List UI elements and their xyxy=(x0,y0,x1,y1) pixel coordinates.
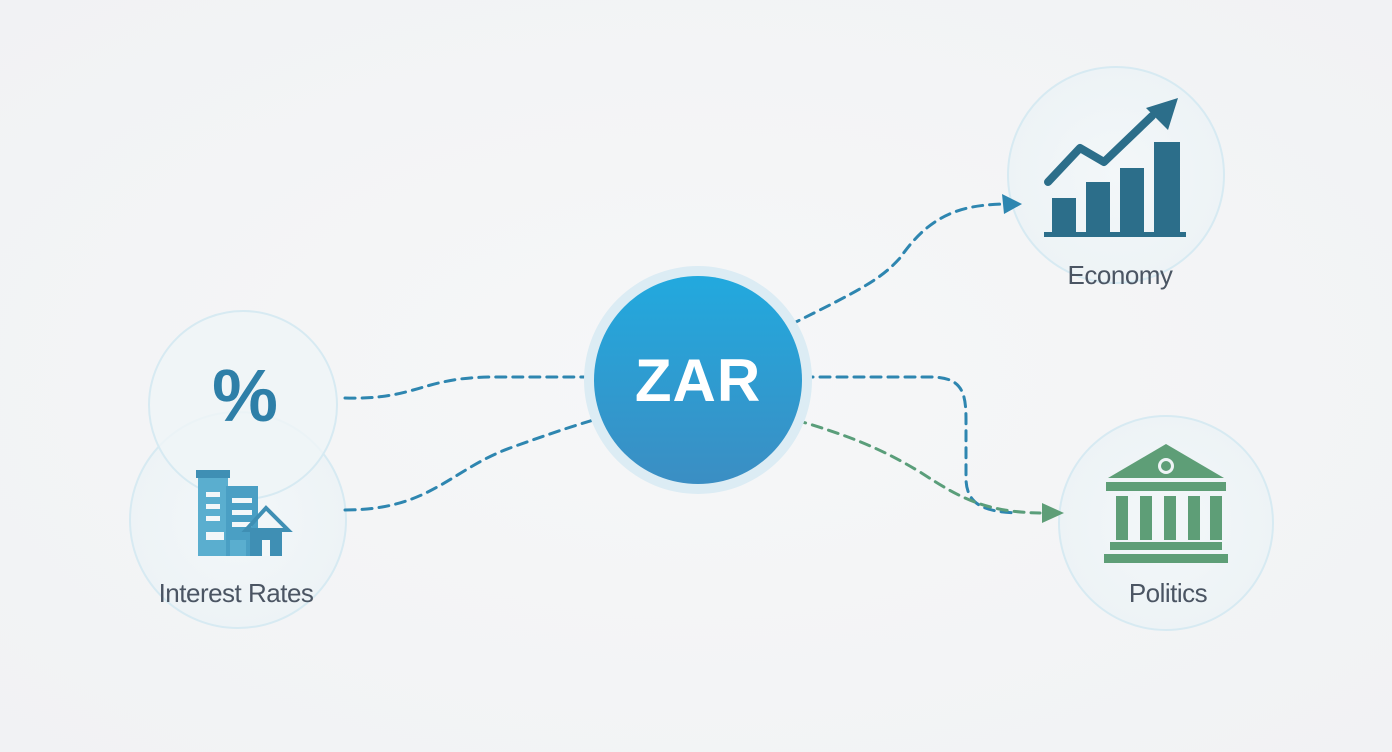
node-economy-circle xyxy=(1007,66,1225,284)
connector-interest-upper-to-zar xyxy=(343,375,594,400)
connector-zar-to-politics-green xyxy=(794,418,1042,515)
connector-zar-to-economy xyxy=(788,202,1012,327)
arrowhead-economy xyxy=(1002,194,1022,214)
connector-zar-to-politics-blue xyxy=(801,375,1020,515)
buildings-icon xyxy=(196,470,293,556)
percent-icon: % xyxy=(212,354,278,437)
arrowhead-politics xyxy=(1042,503,1064,523)
politics-label: Politics xyxy=(1128,578,1208,608)
interest-rates-label: Interest Rates xyxy=(158,578,314,608)
zar-label: ZAR xyxy=(634,347,762,414)
rising-bar-chart-icon xyxy=(1044,98,1186,237)
connector-interest-lower-to-zar xyxy=(343,416,602,512)
government-building-icon xyxy=(1104,444,1228,563)
zar-center-node xyxy=(594,276,802,484)
economy-label: Economy xyxy=(1067,260,1173,290)
